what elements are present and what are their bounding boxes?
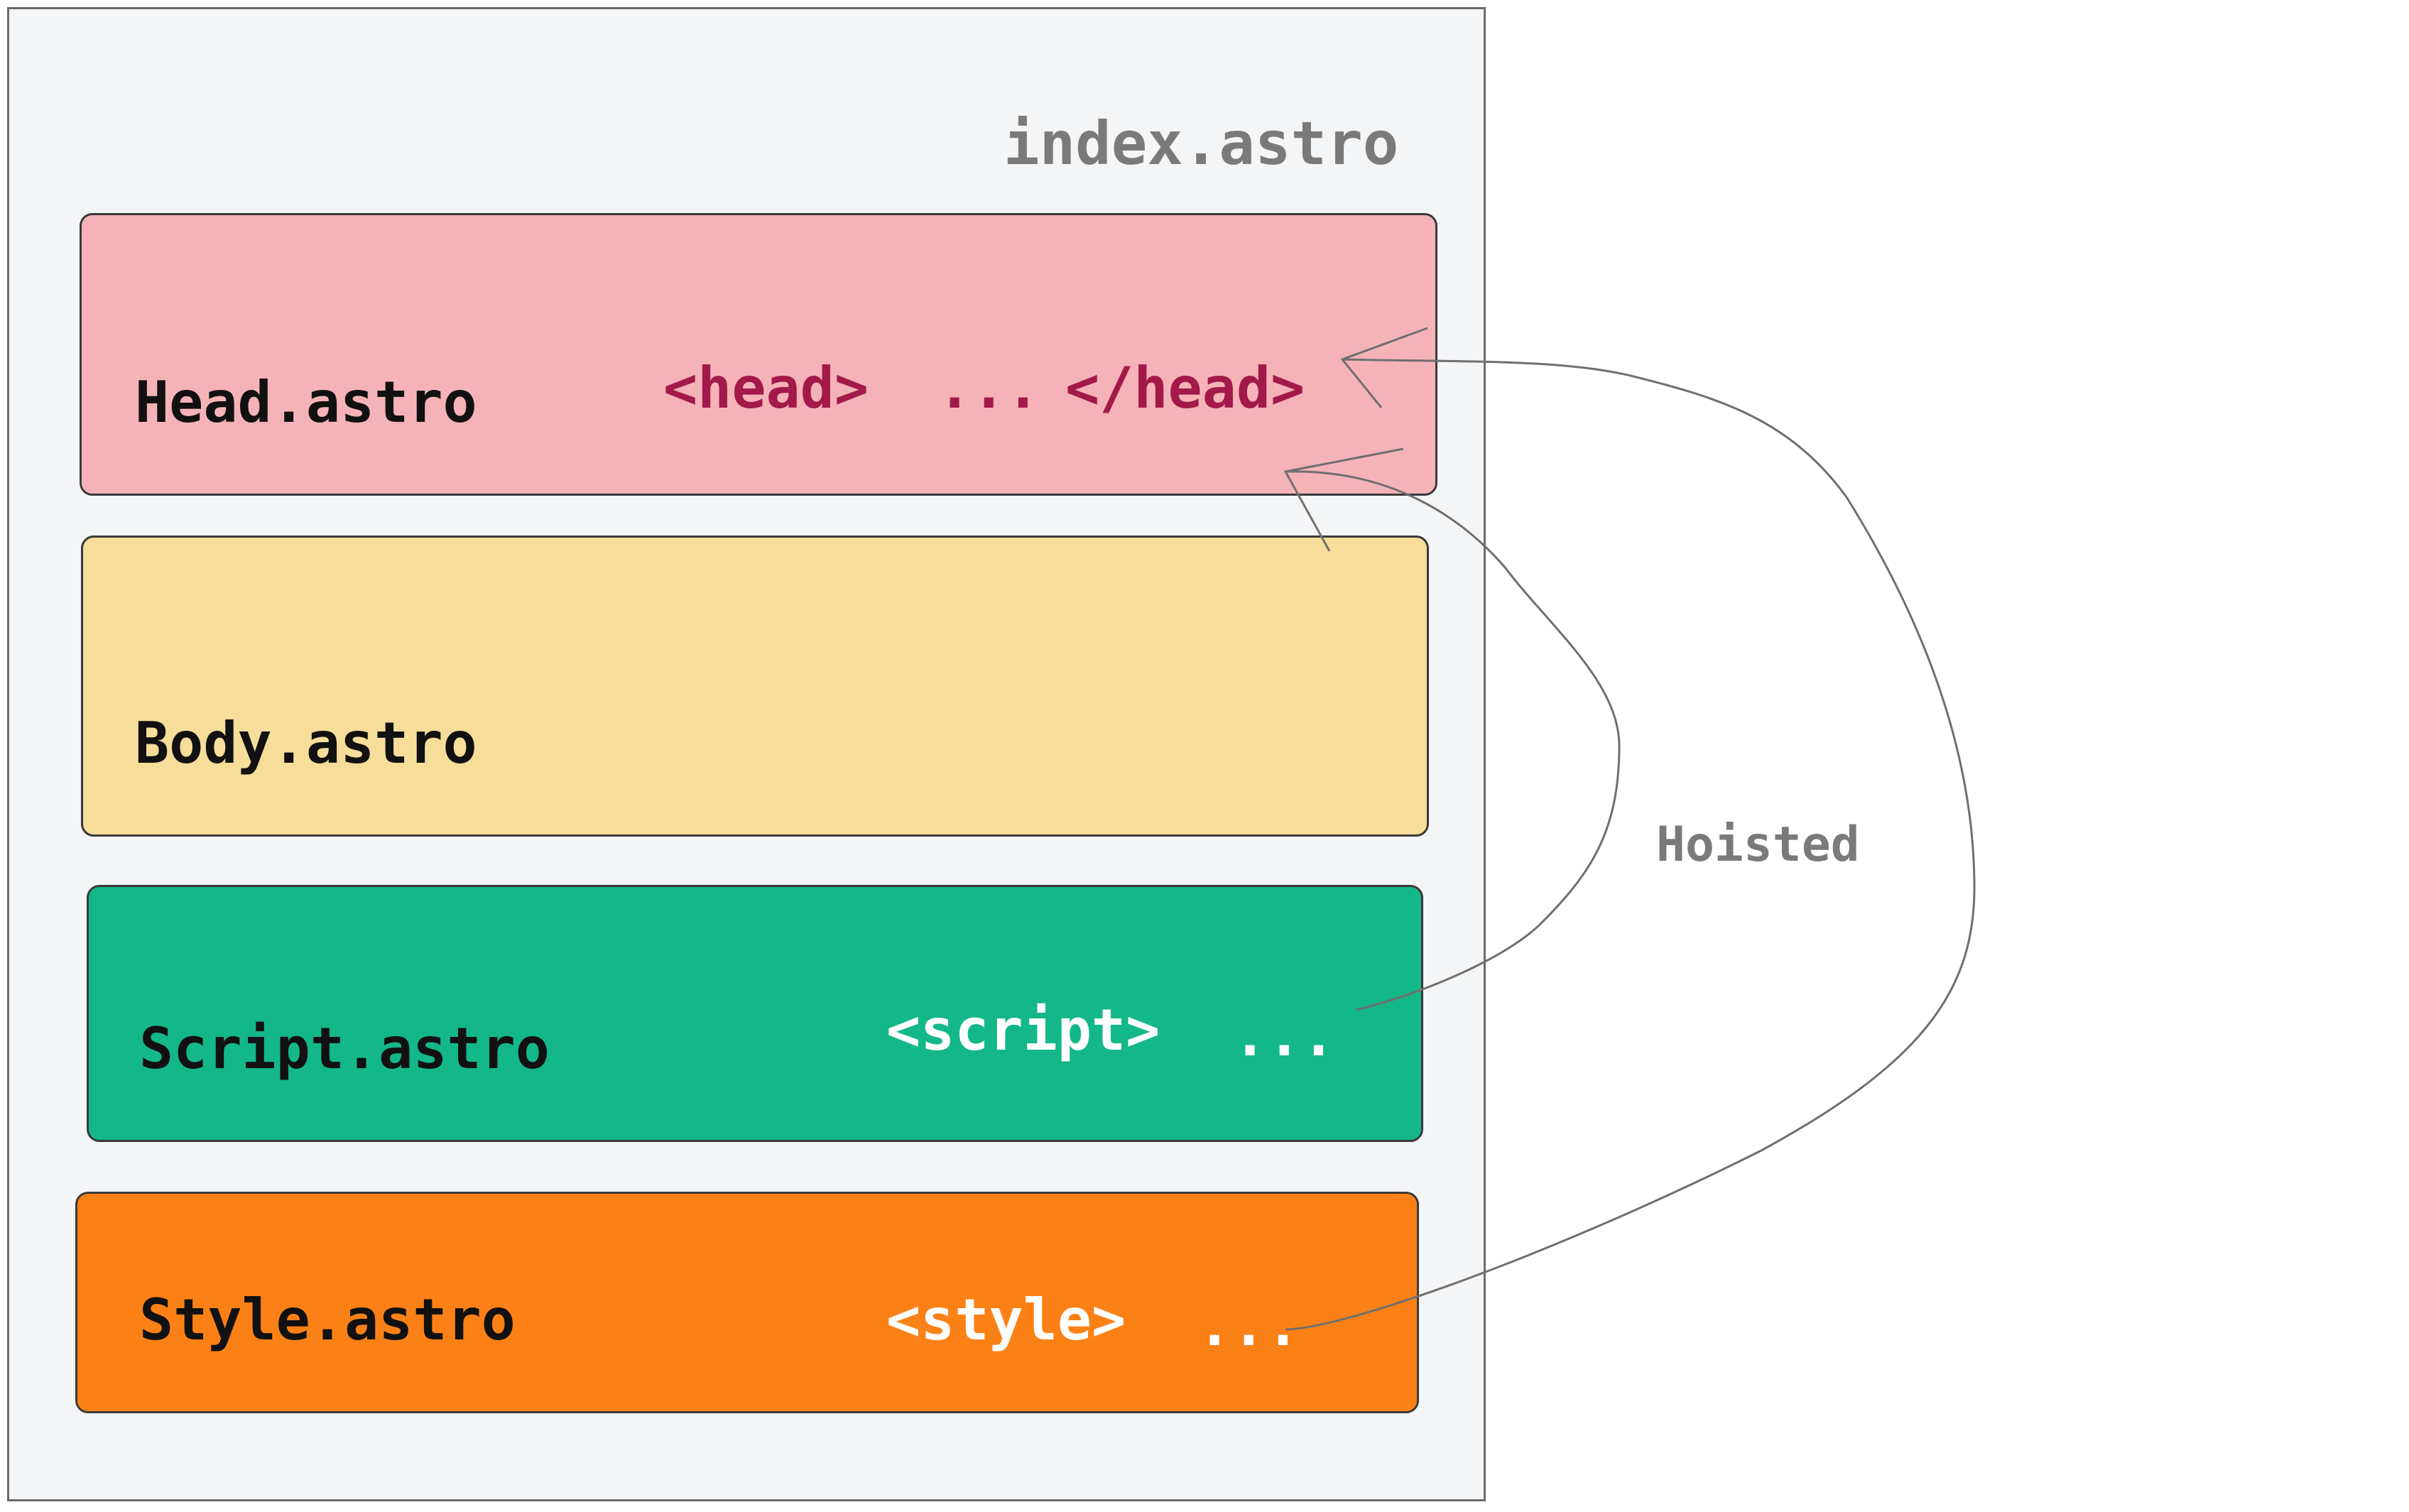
head-component-box [80, 213, 1437, 496]
head-ellipsis: ... [937, 355, 1040, 421]
script-hoist-arrowhead [1283, 447, 1404, 552]
body-component-box [81, 535, 1429, 837]
file-title: index.astro [1004, 109, 1399, 178]
script-hoist-arrow [1285, 470, 1621, 1011]
script-tag: <script> [886, 997, 1160, 1063]
style-hoist-arrowhead [1340, 327, 1428, 408]
style-ellipsis: ... [1197, 1293, 1300, 1359]
style-hoist-arrow [1285, 358, 1976, 1331]
style-component-box [75, 1192, 1419, 1413]
style-component-label: Style.astro [139, 1287, 516, 1353]
body-component-label: Body.astro [135, 710, 477, 776]
script-component-box [87, 885, 1423, 1142]
head-component-label: Head.astro [135, 369, 477, 435]
head-close-tag: </head> [1065, 355, 1305, 421]
style-tag: <style> [886, 1287, 1126, 1353]
script-ellipsis: ... [1233, 1003, 1336, 1069]
hoisted-label: Hoisted [1656, 817, 1860, 873]
script-component-label: Script.astro [139, 1016, 550, 1082]
head-open-tag: <head> [663, 355, 869, 421]
